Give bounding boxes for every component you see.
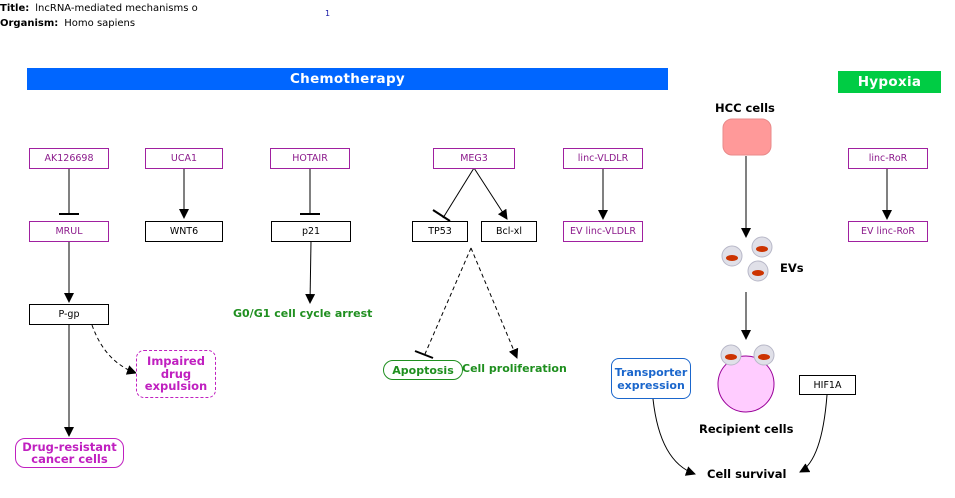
node-ev-linc-ror[interactable]: EV linc-RoR: [848, 221, 928, 242]
recipient-cell-vesicles: [720, 344, 775, 366]
node-p21[interactable]: p21: [271, 221, 351, 242]
outcome-cell-survival: Cell survival: [707, 467, 787, 481]
edge-hif1a-survival: [799, 394, 828, 473]
node-wnt6[interactable]: WNT6: [145, 221, 223, 242]
organism-label: Organism:: [0, 18, 59, 29]
node-hif1a[interactable]: HIF1A: [799, 375, 856, 395]
node-hotair[interactable]: HOTAIR: [270, 148, 350, 169]
node-ev-linc-vldlr[interactable]: EV linc-VLDLR: [563, 221, 643, 242]
edge-meg3-tp53: [442, 167, 475, 219]
node-uca1[interactable]: UCA1: [145, 148, 223, 169]
title-value: lncRNA-mediated mechanisms o: [35, 3, 198, 14]
ev-vesicles: [721, 236, 773, 282]
outcome-drug-resistant-cells[interactable]: Drug-resistant cancer cells: [15, 438, 124, 468]
organism-line: Organism: Homo sapiens: [0, 18, 135, 30]
edge-transporter-survival: [652, 398, 696, 476]
outcome-g0g1-arrest: G0/G1 cell cycle arrest: [233, 307, 373, 320]
outcome-cell-proliferation: Cell proliferation: [462, 362, 567, 375]
node-pgp[interactable]: P-gp: [29, 304, 109, 325]
chemotherapy-banner: Chemotherapy: [27, 68, 668, 90]
hypoxia-banner: Hypoxia: [838, 71, 941, 93]
node-meg3[interactable]: MEG3: [433, 148, 515, 169]
edge-dashed-apoptosis: [424, 247, 472, 355]
node-ak126698[interactable]: AK126698: [29, 148, 109, 169]
outcome-impaired-drug-expulsion[interactable]: Impaired drug expulsion: [136, 350, 216, 398]
organism-value: Homo sapiens: [64, 18, 136, 29]
title-label: Title:: [0, 3, 30, 14]
title-line: Title: lncRNA-mediated mechanisms o: [0, 3, 198, 15]
label-evs: EVs: [780, 261, 804, 275]
edge-pgp-impaired: [91, 324, 137, 375]
node-linc-ror[interactable]: linc-RoR: [848, 148, 928, 169]
recipient-cell-shape: [717, 355, 775, 413]
outcome-apoptosis[interactable]: Apoptosis: [383, 360, 463, 380]
page-number: 1: [325, 9, 331, 18]
label-recipient-cells: Recipient cells: [699, 422, 794, 436]
label-hcc-cells: HCC cells: [715, 101, 775, 115]
node-tp53[interactable]: TP53: [412, 221, 468, 242]
edge-p21-g0g1: [305, 240, 316, 304]
node-linc-vldlr[interactable]: linc-VLDLR: [563, 148, 643, 169]
node-bcl-xl[interactable]: Bcl-xl: [481, 221, 537, 242]
hcc-cell-shape: [722, 118, 772, 156]
edge-dashed-proliferation: [470, 247, 519, 359]
outcome-transporter-expression[interactable]: Transporter expression: [611, 358, 691, 399]
node-mrul[interactable]: MRUL: [29, 221, 109, 242]
edge-meg3-bclxl: [473, 167, 508, 220]
